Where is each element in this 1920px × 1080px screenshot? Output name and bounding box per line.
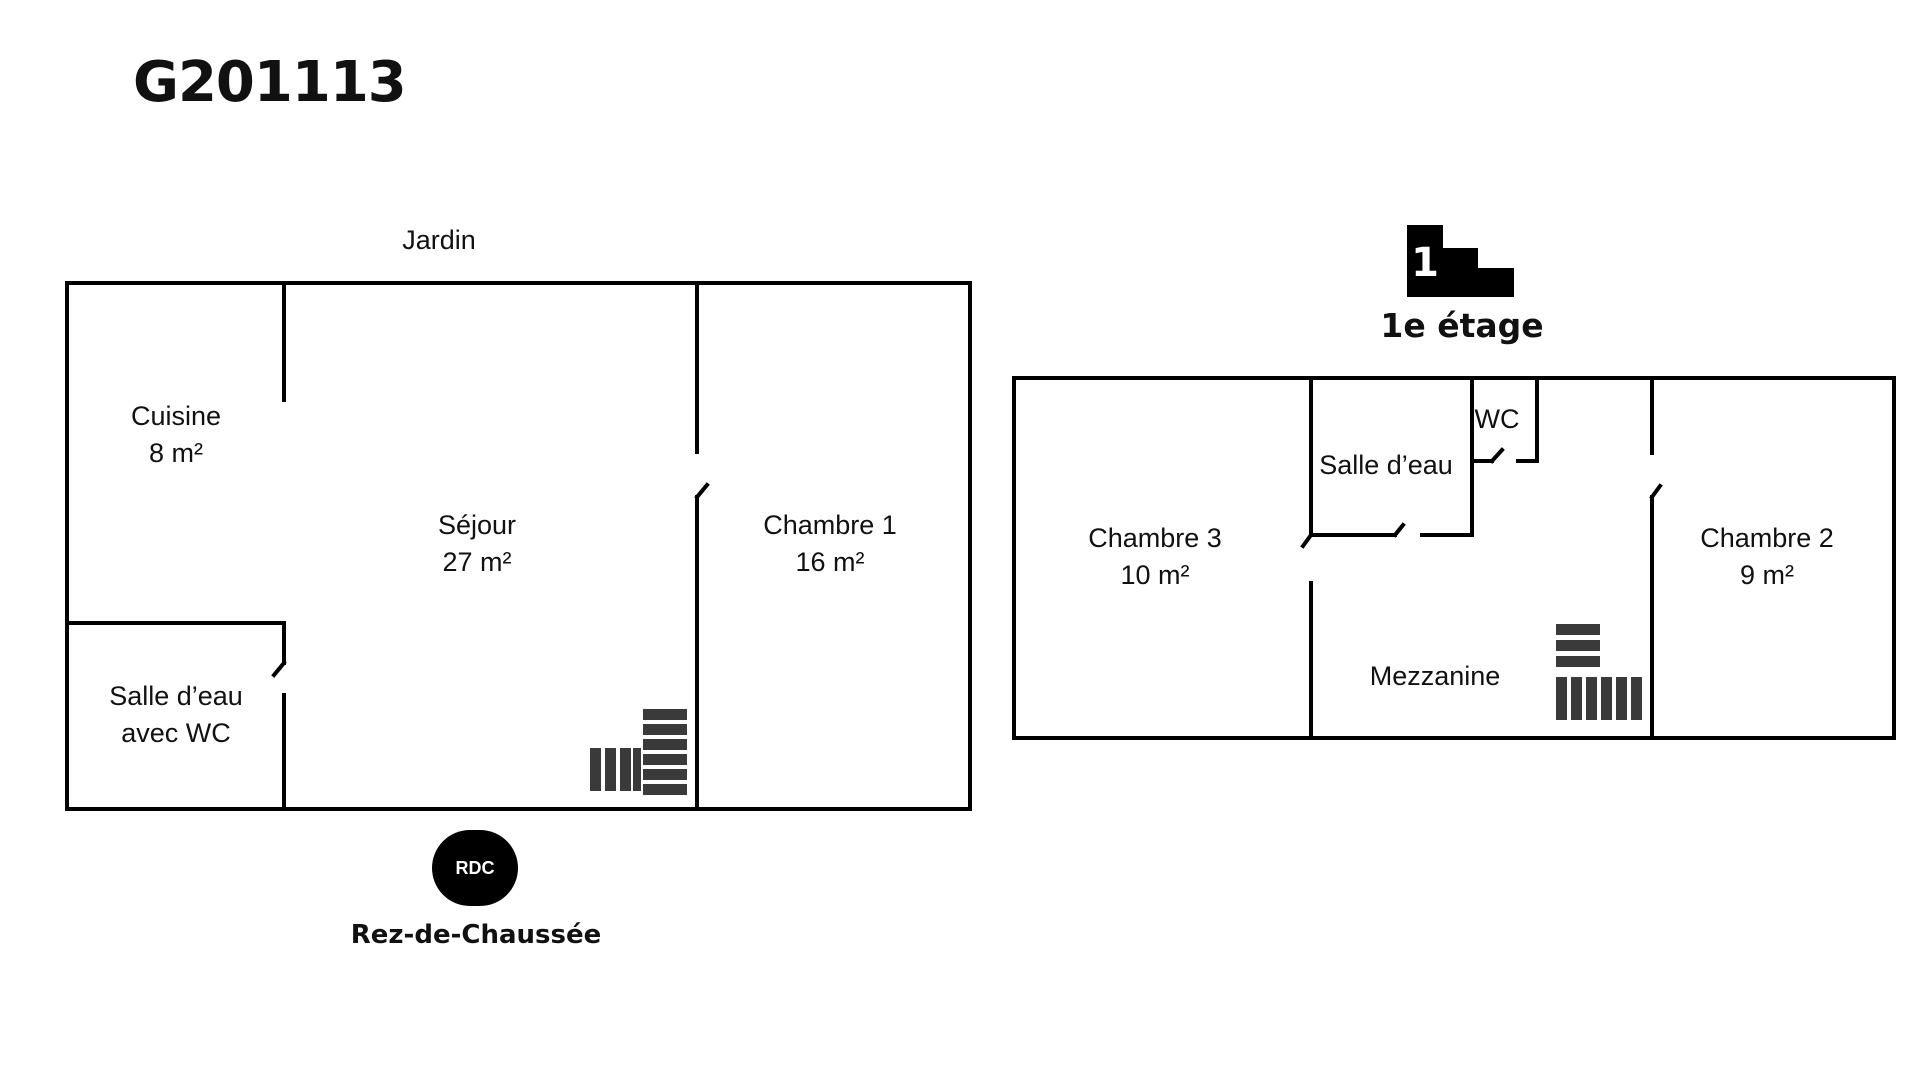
room-salle-eau-1f: Salle d’eau [1319, 447, 1453, 484]
room-area: 16 m² [795, 547, 865, 577]
ground-floor-outline [65, 281, 972, 811]
stair-step [1571, 677, 1582, 720]
stair-step [1556, 624, 1600, 635]
stair-step [633, 748, 641, 791]
room-area: 8 m² [148, 438, 203, 468]
stair-step [590, 748, 601, 791]
room-name: Salle d’eau [109, 681, 243, 711]
room-name: Salle d’eau [1319, 450, 1453, 480]
room-name-line2: avec WC [121, 718, 231, 748]
room-area: 27 m² [442, 547, 512, 577]
stair-step [1586, 677, 1597, 720]
room-name: Chambre 1 [763, 510, 897, 540]
door-salle-eau [271, 660, 287, 678]
room-wc: WC [1475, 401, 1520, 438]
stair-step [1556, 677, 1567, 720]
room-sejour: Séjour 27 m² [438, 507, 516, 581]
label-jardin: Jardin [402, 225, 476, 255]
ground-floor-name: Rez-de-Chaussée [350, 920, 602, 950]
stair-step [1601, 677, 1612, 720]
stair-step [643, 754, 687, 765]
room-name: Chambre 3 [1088, 523, 1222, 553]
room-area: 10 m² [1120, 560, 1190, 590]
stair-step [643, 724, 687, 735]
first-floor-name: 1e étage [1380, 306, 1544, 345]
door-chambre1 [694, 482, 710, 500]
room-mezzanine: Mezzanine [1370, 658, 1501, 695]
room-name: WC [1474, 404, 1520, 434]
room-name: Séjour [437, 510, 517, 540]
room-chambre-1: Chambre 1 16 m² [763, 507, 897, 581]
stair-step [643, 769, 687, 780]
stair-step [643, 784, 687, 795]
stair-step [1556, 640, 1600, 651]
room-chambre-3: Chambre 3 10 m² [1088, 520, 1222, 594]
stair-step [605, 748, 616, 791]
rdc-badge: RDC [432, 830, 518, 906]
first-floor-icon [1407, 225, 1514, 297]
first-floor-outline [1012, 376, 1896, 740]
room-chambre-2: Chambre 2 9 m² [1700, 520, 1834, 594]
room-salle-eau-wc: Salle d’eau avec WC [109, 678, 243, 752]
stair-step [1631, 677, 1642, 720]
room-area: 9 m² [1739, 560, 1794, 590]
reference-title: G201113 [133, 50, 407, 115]
stair-step [1616, 677, 1627, 720]
stairs-first-floor [1556, 624, 1642, 720]
stair-step [643, 739, 687, 750]
door-wc [1489, 447, 1505, 464]
room-name: Chambre 2 [1700, 523, 1834, 553]
stairs-ground-floor [590, 709, 687, 795]
stair-step [1556, 656, 1600, 667]
first-floor-icon-number: 1 [1411, 240, 1439, 286]
stair-step [620, 748, 631, 791]
room-name: Mezzanine [1369, 661, 1501, 691]
room-cuisine: Cuisine 8 m² [131, 398, 221, 472]
stair-step [643, 709, 687, 720]
door-salle-eau-1f [1392, 522, 1406, 538]
room-name: Cuisine [130, 401, 222, 431]
